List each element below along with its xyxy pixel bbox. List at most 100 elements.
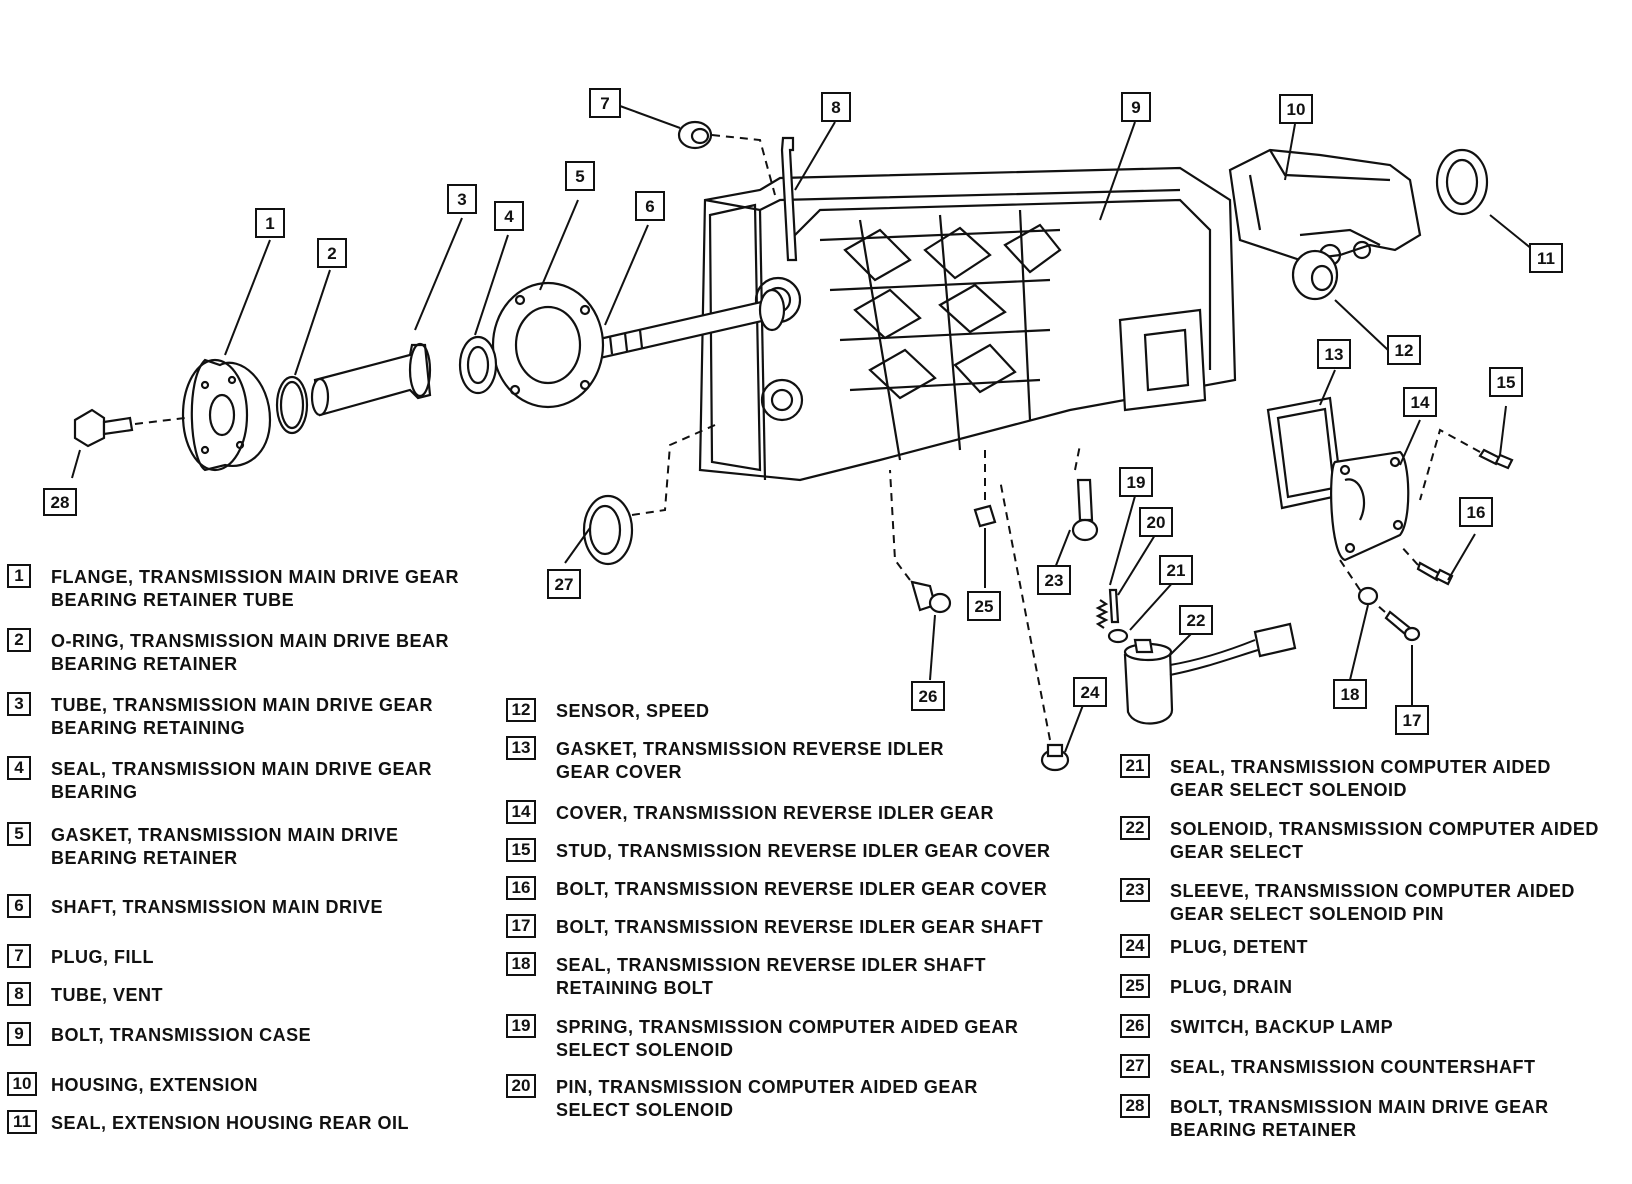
legend-description: HOUSING, EXTENSION [51, 1075, 259, 1095]
svg-text:17: 17 [1403, 711, 1422, 730]
legend-description: SEAL, TRANSMISSION COMPUTER AIDED GEAR S… [1170, 757, 1551, 800]
legend-item-9: 9 BOLT, TRANSMISSION CASE [7, 1022, 471, 1047]
legend-number: 2 [7, 628, 31, 652]
legend-description: PLUG, FILL [51, 947, 154, 967]
legend-number: 25 [1120, 974, 1150, 998]
legend-number: 8 [7, 982, 31, 1006]
legend-description: O-RING, TRANSMISSION MAIN DRIVE BEAR BEA… [51, 631, 450, 674]
legend-description: SLEEVE, TRANSMISSION COMPUTER AIDED GEAR… [1170, 881, 1575, 924]
svg-text:27: 27 [555, 575, 574, 594]
svg-text:20: 20 [1147, 513, 1166, 532]
legend-item-15: 15 STUD, TRANSMISSION REVERSE IDLER GEAR… [506, 838, 1116, 863]
callout-8: 8 [821, 92, 851, 122]
svg-text:3: 3 [457, 190, 466, 209]
callout-24: 24 [1073, 677, 1107, 707]
reverse-idler-gear-cover [1330, 450, 1410, 562]
legend-number: 22 [1120, 816, 1150, 840]
legend-number: 17 [506, 914, 536, 938]
callout-28: 28 [43, 488, 77, 516]
legend-description: SHAFT, TRANSMISSION MAIN DRIVE [51, 897, 384, 917]
callout-23: 23 [1037, 565, 1071, 595]
callout-6: 6 [635, 191, 665, 221]
callout-13: 13 [1317, 339, 1351, 369]
svg-text:11: 11 [1537, 249, 1555, 268]
callout-15: 15 [1489, 367, 1523, 397]
legend-description: PIN, TRANSMISSION COMPUTER AIDED GEAR SE… [556, 1077, 978, 1120]
svg-text:28: 28 [51, 493, 70, 512]
callout-20: 20 [1139, 507, 1173, 537]
svg-text:7: 7 [600, 94, 609, 113]
svg-text:19: 19 [1127, 473, 1146, 492]
backup-lamp-switch [889, 469, 952, 614]
legend-number: 19 [506, 1014, 536, 1038]
legend-item-24: 24 PLUG, DETENT [1120, 934, 1610, 959]
legend-description: SPRING, TRANSMISSION COMPUTER AIDED GEAR… [556, 1017, 1019, 1060]
legend-description: SEAL, EXTENSION HOUSING REAR OIL [51, 1113, 410, 1133]
detent-plug [999, 479, 1070, 772]
cags-solenoid-spring [1095, 599, 1109, 629]
legend-item-19: 19 SPRING, TRANSMISSION COMPUTER AIDED G… [506, 1014, 1056, 1062]
transmission-case [698, 166, 1237, 482]
svg-text:13: 13 [1325, 345, 1344, 364]
legend-item-26: 26 SWITCH, BACKUP LAMP [1120, 1014, 1610, 1039]
svg-text:21: 21 [1167, 561, 1186, 580]
legend-number: 7 [7, 944, 31, 968]
svg-text:24: 24 [1081, 683, 1100, 702]
legend-number: 21 [1120, 754, 1150, 778]
legend-number: 27 [1120, 1054, 1150, 1078]
legend-item-7: 7 PLUG, FILL [7, 944, 471, 969]
legend-description: PLUG, DRAIN [1170, 977, 1293, 997]
legend-number: 10 [7, 1072, 37, 1096]
legend-item-28: 28 BOLT, TRANSMISSION MAIN DRIVE GEAR BE… [1120, 1094, 1590, 1142]
legend-item-23: 23 SLEEVE, TRANSMISSION COMPUTER AIDED G… [1120, 878, 1610, 926]
svg-text:12: 12 [1395, 341, 1414, 360]
cags-solenoid-seal [1107, 628, 1129, 644]
callout-2: 2 [317, 238, 347, 268]
legend-number: 20 [506, 1074, 536, 1098]
callout-16: 16 [1459, 497, 1493, 527]
main-drive-bearing-retainer-bolt [73, 408, 186, 448]
reverse-idler-cover-bolt [1399, 544, 1454, 586]
legend-description: BOLT, TRANSMISSION REVERSE IDLER GEAR CO… [556, 879, 1048, 899]
legend-description: GASKET, TRANSMISSION MAIN DRIVE BEARING … [51, 825, 399, 868]
legend-description: PLUG, DETENT [1170, 937, 1309, 957]
callout-26: 26 [911, 681, 945, 711]
legend-item-1: 1 FLANGE, TRANSMISSION MAIN DRIVE GEAR B… [7, 564, 481, 612]
legend-item-4: 4 SEAL, TRANSMISSION MAIN DRIVE GEAR BEA… [7, 756, 461, 804]
svg-text:5: 5 [575, 167, 584, 186]
legend-number: 26 [1120, 1014, 1150, 1038]
legend-number: 23 [1120, 878, 1150, 902]
svg-text:10: 10 [1287, 100, 1306, 119]
legend-description: SENSOR, SPEED [556, 701, 710, 721]
countershaft-seal [582, 424, 716, 566]
cags-solenoid-pin [1108, 588, 1120, 624]
reverse-idler-cover-stud [1419, 428, 1514, 501]
svg-text:8: 8 [831, 98, 840, 117]
speed-sensor [1291, 249, 1339, 301]
legend-description: GASKET, TRANSMISSION REVERSE IDLER GEAR … [556, 739, 945, 782]
callout-22: 22 [1179, 605, 1213, 635]
legend-description: TUBE, VENT [51, 985, 164, 1005]
callout-boxes: 1 2 3 4 5 6 7 8 9 10 11 12 13 14 15 16 1… [43, 88, 1563, 735]
legend-item-14: 14 COVER, TRANSMISSION REVERSE IDLER GEA… [506, 800, 1096, 825]
legend-description: SOLENOID, TRANSMISSION COMPUTER AIDED GE… [1170, 819, 1599, 862]
callout-17: 17 [1395, 705, 1429, 735]
legend-number: 18 [506, 952, 536, 976]
svg-text:1: 1 [265, 214, 274, 233]
fill-plug [677, 120, 776, 196]
main-drive-gear-bearing-seal [458, 335, 498, 395]
bearing-retainer-flange [181, 358, 272, 472]
callout-19: 19 [1119, 467, 1153, 497]
legend-item-5: 5 GASKET, TRANSMISSION MAIN DRIVE BEARIN… [7, 822, 431, 870]
svg-text:4: 4 [504, 207, 514, 226]
legend-number: 3 [7, 692, 31, 716]
legend-item-3: 3 TUBE, TRANSMISSION MAIN DRIVE GEAR BEA… [7, 692, 461, 740]
legend-number: 5 [7, 822, 31, 846]
legend-item-16: 16 BOLT, TRANSMISSION REVERSE IDLER GEAR… [506, 876, 1116, 901]
legend-description: FLANGE, TRANSMISSION MAIN DRIVE GEAR BEA… [51, 567, 460, 610]
callout-10: 10 [1279, 94, 1313, 124]
legend-item-22: 22 SOLENOID, TRANSMISSION COMPUTER AIDED… [1120, 816, 1620, 864]
extension-housing-rear-oil-seal [1435, 148, 1489, 216]
legend-item-27: 27 SEAL, TRANSMISSION COUNTERSHAFT [1120, 1054, 1610, 1079]
